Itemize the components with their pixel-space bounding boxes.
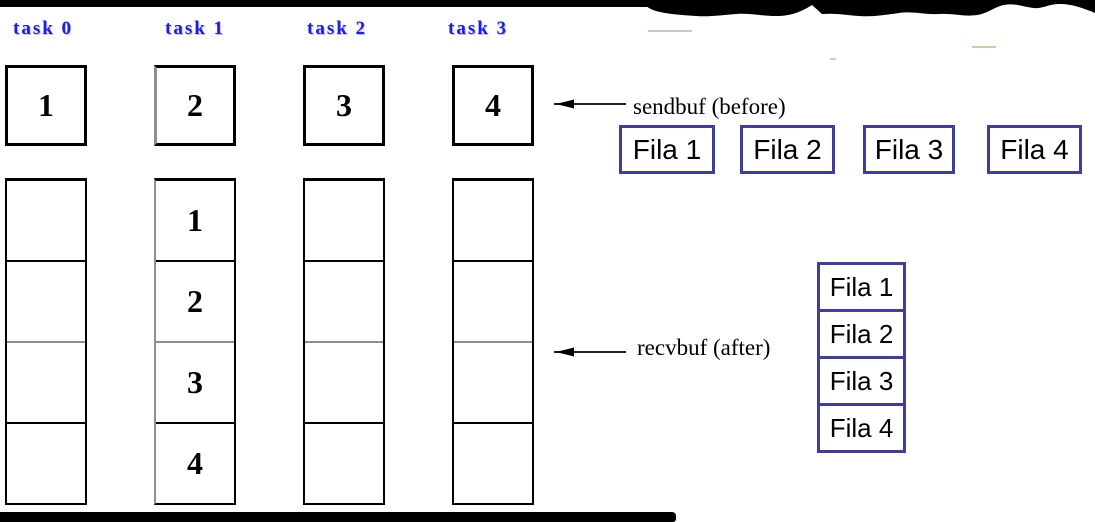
green-dot-artifact <box>830 58 836 60</box>
recvbuf-column-task1: 1 2 3 4 <box>154 178 236 505</box>
recvbuf-cell: 3 <box>156 341 234 422</box>
recvbuf-cell <box>454 181 532 260</box>
recvbuf-arrow-icon <box>554 347 626 357</box>
green-smudge-artifact <box>972 46 996 48</box>
fila-stack-cell-3: Fila 3 <box>820 356 903 403</box>
recvbuf-cell <box>305 341 383 422</box>
task-label-0: task 0 <box>13 18 74 39</box>
fila-box-3: Fila 3 <box>863 125 955 174</box>
recvbuf-cell: 1 <box>187 202 203 238</box>
fila-stack-cell-4: Fila 4 <box>820 403 903 450</box>
sendbuf-box-task3: 4 <box>452 65 534 146</box>
sendbuf-box-task1: 2 <box>154 65 236 146</box>
recvbuf-cell <box>7 260 85 341</box>
recvbuf-column-task3 <box>452 178 534 505</box>
task-label-3: task 3 <box>448 18 509 39</box>
sendbuf-box-task0: 1 <box>5 65 87 146</box>
recvbuf-cell <box>7 422 85 503</box>
recvbuf-cell <box>305 181 383 260</box>
fila-stack: Fila 1 Fila 2 Fila 3 Fila 4 <box>817 262 906 453</box>
fila-box-4: Fila 4 <box>987 125 1082 174</box>
gray-smudge-artifact <box>648 30 692 32</box>
sendbuf-label: sendbuf (before) <box>633 94 786 119</box>
sendbuf-box-task2: 3 <box>303 65 385 146</box>
bottom-border-artifact <box>0 512 676 522</box>
recvbuf-label: recvbuf (after) <box>637 335 771 360</box>
recvbuf-cell <box>7 181 85 260</box>
recvbuf-cell <box>305 422 383 503</box>
sendbuf-arrow-icon <box>554 99 626 109</box>
task-label-2: task 2 <box>307 18 368 39</box>
fila-box-1: Fila 1 <box>619 125 715 174</box>
recvbuf-column-task2 <box>303 178 385 505</box>
recvbuf-cell: 2 <box>156 260 234 341</box>
fila-stack-cell-2: Fila 2 <box>820 309 903 356</box>
recvbuf-cell <box>454 260 532 341</box>
recvbuf-cell <box>454 341 532 422</box>
recvbuf-cell <box>7 341 85 422</box>
recvbuf-column-task0 <box>5 178 87 505</box>
task-label-1: task 1 <box>165 18 226 39</box>
fila-stack-cell-1: Fila 1 <box>829 271 894 302</box>
fila-box-2: Fila 2 <box>740 125 835 174</box>
recvbuf-cell: 4 <box>156 422 234 503</box>
recvbuf-cell <box>454 422 532 503</box>
recvbuf-cell <box>305 260 383 341</box>
